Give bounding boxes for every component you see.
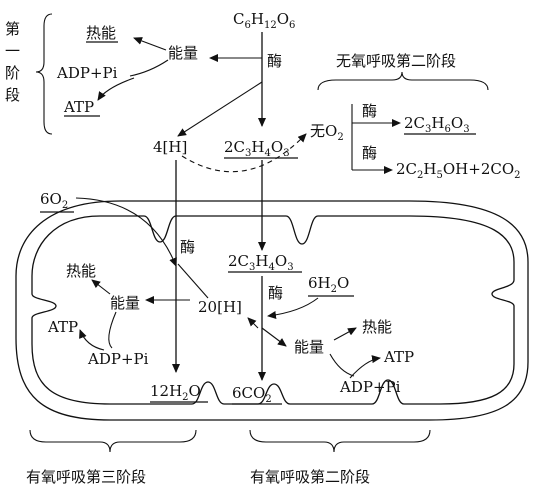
h20-label: 20[H] — [198, 298, 242, 316]
anaerobic-enzyme-top: 酶 — [362, 102, 377, 120]
stage-one-heat: 热能 — [86, 24, 116, 42]
matrix-to-energy-arrow — [261, 327, 287, 347]
anaerobic-enzyme-bottom: 酶 — [362, 144, 377, 162]
right-energy-to-adp-line — [329, 353, 355, 377]
water-out-formula: 12H2O — [150, 382, 201, 403]
third-stage-label: 有氧呼吸第三阶段 — [26, 468, 146, 486]
stage-one-enzyme: 酶 — [267, 52, 282, 70]
energy-to-adp-line — [129, 59, 169, 77]
stage-one-char-1: 第 — [5, 20, 20, 38]
stage-one-atp: ATP — [63, 98, 94, 116]
right-energy-label: 能量 — [294, 338, 324, 356]
left-energy-label: 能量 — [110, 294, 140, 312]
water-into-reaction-arrow — [267, 297, 319, 319]
right-atp-label: ATP — [383, 348, 414, 366]
right-energy-to-heat-arrow — [333, 327, 357, 341]
second-stage-brace — [249, 429, 431, 453]
o2-label: 6O2 — [40, 190, 68, 211]
stage-one-brace — [35, 13, 53, 135]
o2-to-h-arrow — [75, 197, 177, 267]
pyruvate-formula: 2C3H4O3 — [224, 138, 290, 159]
right-adp-label: ADP+Pi — [339, 378, 401, 396]
right-heat-label: 热能 — [362, 318, 392, 336]
pyruvate-to-anaerobic-dashed-arrow — [181, 133, 307, 173]
left-heat-label: 热能 — [66, 262, 96, 280]
stage-one-char-2: 一 — [5, 42, 20, 60]
h20-connector — [177, 263, 209, 299]
third-stage-brace — [29, 429, 197, 453]
mitochondrion-outer-membrane — [15, 200, 529, 421]
ethanol-formula: 2C2H5OH+2CO2 — [396, 160, 521, 181]
second-stage-label: 有氧呼吸第二阶段 — [250, 468, 370, 486]
stage-one-char-4: 段 — [5, 86, 20, 104]
no-oxygen-label: 无O2 — [310, 122, 344, 143]
mito-enzyme-mid: 酶 — [268, 284, 283, 302]
anaerobic-title: 无氧呼吸第二阶段 — [336, 52, 456, 70]
stage-one-char-3: 阶 — [5, 64, 20, 82]
h4-label: 4[H] — [153, 138, 187, 156]
mitochondrion-inner-membrane — [31, 215, 515, 405]
stage-one-energy: 能量 — [168, 44, 198, 62]
right-adp-to-atp-arrow — [349, 355, 381, 379]
anaerobic-brace — [317, 71, 489, 91]
energy-to-heat-arrow — [133, 37, 167, 51]
mito-pyruvate-formula: 2C3H4O3 — [228, 252, 294, 273]
lactic-acid-formula: 2C3H6O3 — [404, 114, 470, 135]
glucose-to-h-arrow — [177, 81, 263, 137]
left-energy-to-heat-arrow — [91, 279, 111, 295]
left-adp-label: ADP+Pi — [87, 350, 149, 368]
left-adp-to-atp-arrow — [79, 329, 105, 351]
glucose-formula: C6H12O6 — [233, 10, 295, 31]
co2-out-formula: 6CO2 — [232, 384, 272, 405]
mito-enzyme-left: 酶 — [180, 238, 195, 256]
water-in-formula: 6H2O — [308, 274, 349, 295]
left-energy-to-adp-line — [108, 311, 117, 349]
adp-to-atp-arrow — [97, 77, 135, 101]
stage-one-adp: ADP+Pi — [56, 64, 118, 82]
left-atp-label: ATP — [47, 318, 78, 336]
matrix-to-h20-arrow — [247, 317, 259, 329]
stage-one-label: 第 一 阶 段 — [5, 20, 20, 104]
